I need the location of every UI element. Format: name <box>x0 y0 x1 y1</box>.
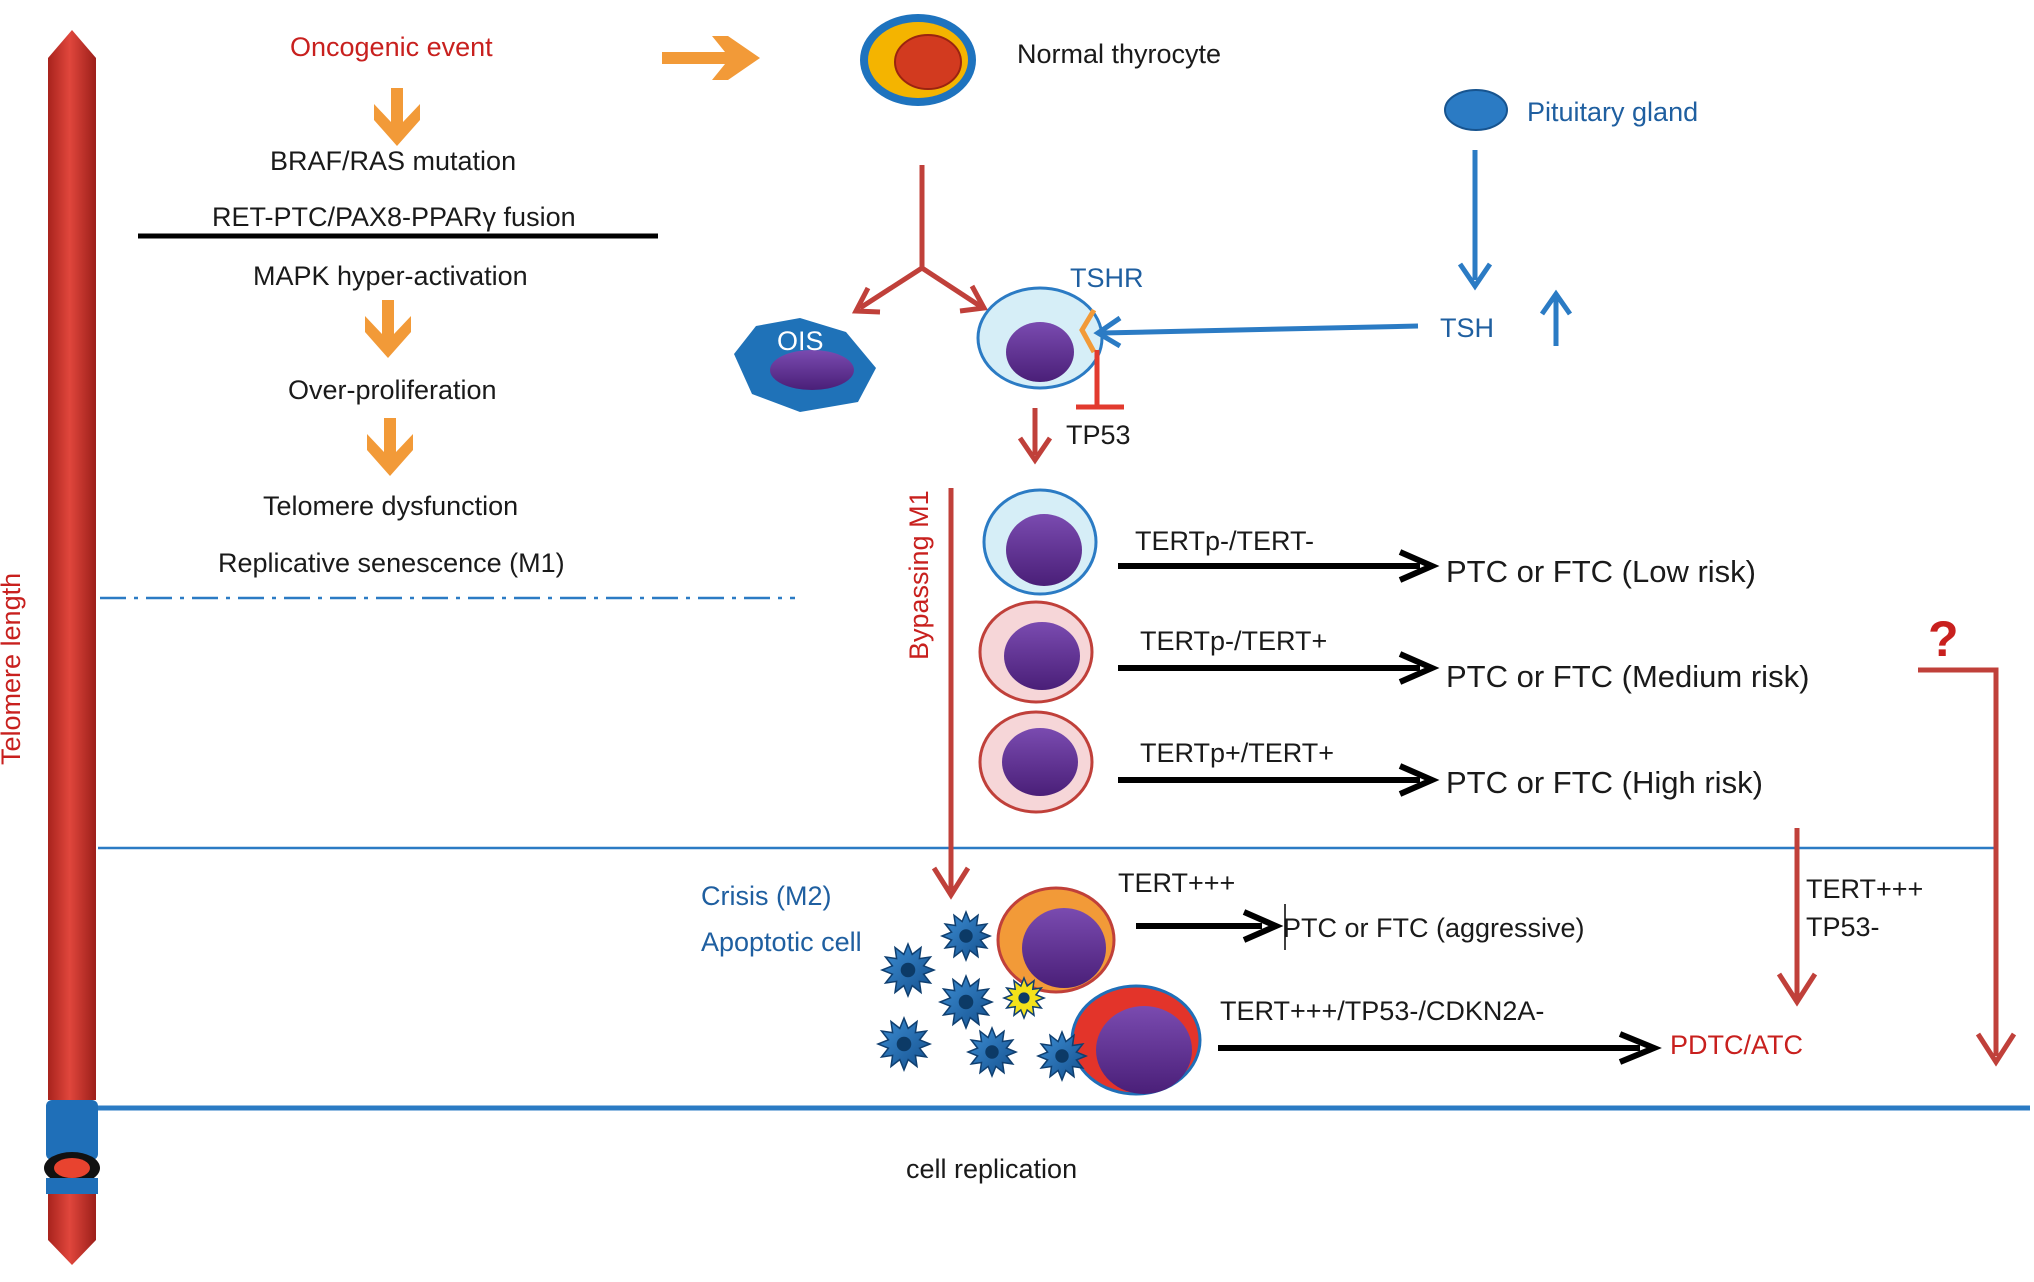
mapk-label: MAPK hyper-activation <box>253 261 528 291</box>
apoptotic-core <box>900 962 916 978</box>
orange-arrow-down-2 <box>365 300 411 358</box>
marker-medium-risk: TERTp-/TERT+ <box>1140 626 1328 656</box>
replicative-senescence-label: Replicative senescence (M1) <box>218 548 565 578</box>
telomere-dysfunction-label: Telomere dysfunction <box>263 491 519 521</box>
pituitary-gland-label: Pituitary gland <box>1527 97 1699 127</box>
tsh-label: TSH <box>1440 313 1494 343</box>
blue-arrows <box>1093 150 1573 349</box>
pdtc-atc-cell <box>1070 984 1202 1096</box>
apoptotic-core <box>1055 1049 1069 1063</box>
tp53-side-label: TP53- <box>1806 912 1880 942</box>
normal-thyrocyte-label: Normal thyrocyte <box>1017 39 1222 69</box>
apoptotic-core <box>896 1036 912 1052</box>
tshr-label: TSHR <box>1070 263 1144 293</box>
ois-cell <box>734 318 876 412</box>
telomere-length-label: Telomere length <box>0 572 26 765</box>
aggressive-outcome-label: PTC or FTC (aggressive) <box>1283 913 1585 943</box>
tert-tp53-cdkn2a-marker: TERT+++/TP53-/CDKN2A- <box>1220 996 1545 1026</box>
cell-low-risk <box>982 488 1098 596</box>
tert-aggressive-marker: TERT+++ <box>1118 868 1236 898</box>
red-split-arrow <box>851 165 988 315</box>
marker-low-risk: TERTp-/TERT- <box>1135 526 1315 556</box>
tp53-label: TP53 <box>1066 420 1131 450</box>
marker-high-risk: TERTp+/TERT+ <box>1140 738 1335 768</box>
apoptotic-cell-label: Apoptotic cell <box>701 927 862 957</box>
question-bracket-arrow <box>1918 667 1999 1056</box>
orange-arrows <box>365 36 760 476</box>
apoptotic-cells <box>875 910 1088 1082</box>
pdtc-atc-label: PDTC/ATC <box>1670 1030 1803 1060</box>
crisis-m2-label: Crisis (M2) <box>701 881 832 911</box>
over-proliferation-label: Over-proliferation <box>288 375 497 405</box>
pituitary-gland-shape <box>1444 89 1508 131</box>
bypassing-m1-label: Bypassing M1 <box>904 490 934 660</box>
cell-high-risk <box>978 710 1094 814</box>
tp53-inhibition <box>1076 350 1124 410</box>
orange-arrow-down-3 <box>367 418 413 476</box>
cell-replication-label: cell replication <box>906 1154 1078 1184</box>
tsh-to-tshr-arrow <box>1101 323 1419 336</box>
normal-thyrocyte-cell <box>860 14 976 106</box>
braf-ras-label: BRAF/RAS mutation <box>270 146 517 176</box>
outcome-low-risk: PTC or FTC (Low risk) <box>1446 554 1756 589</box>
cell-medium-risk <box>978 600 1094 704</box>
bypassing-m1-arrow <box>931 488 971 900</box>
black-arrows <box>1118 549 1662 1065</box>
orange-arrow-right <box>662 36 760 80</box>
telomere-bar <box>44 30 100 1265</box>
apoptotic-core <box>1018 992 1030 1004</box>
outcome-medium-risk: PTC or FTC (Medium risk) <box>1446 659 1810 694</box>
tert-side-label: TERT+++ <box>1806 874 1924 904</box>
tshr-cell <box>976 286 1104 390</box>
apoptotic-core <box>959 929 973 943</box>
question-mark: ? <box>1928 611 1959 667</box>
oncogenic-event-label: Oncogenic event <box>290 32 493 62</box>
aggressive-cell <box>996 886 1116 994</box>
ret-ptc-fusion-label: RET-PTC/PAX8-PPARγ fusion <box>212 202 576 232</box>
ois-label: OIS <box>777 326 824 356</box>
apoptotic-core <box>985 1045 999 1059</box>
outcome-high-risk: PTC or FTC (High risk) <box>1446 765 1763 800</box>
apoptotic-core <box>958 994 974 1010</box>
right-red-arrows <box>1776 667 2017 1067</box>
red-arrow-to-tp53 <box>1017 408 1053 465</box>
orange-arrow-down-1 <box>374 88 420 146</box>
